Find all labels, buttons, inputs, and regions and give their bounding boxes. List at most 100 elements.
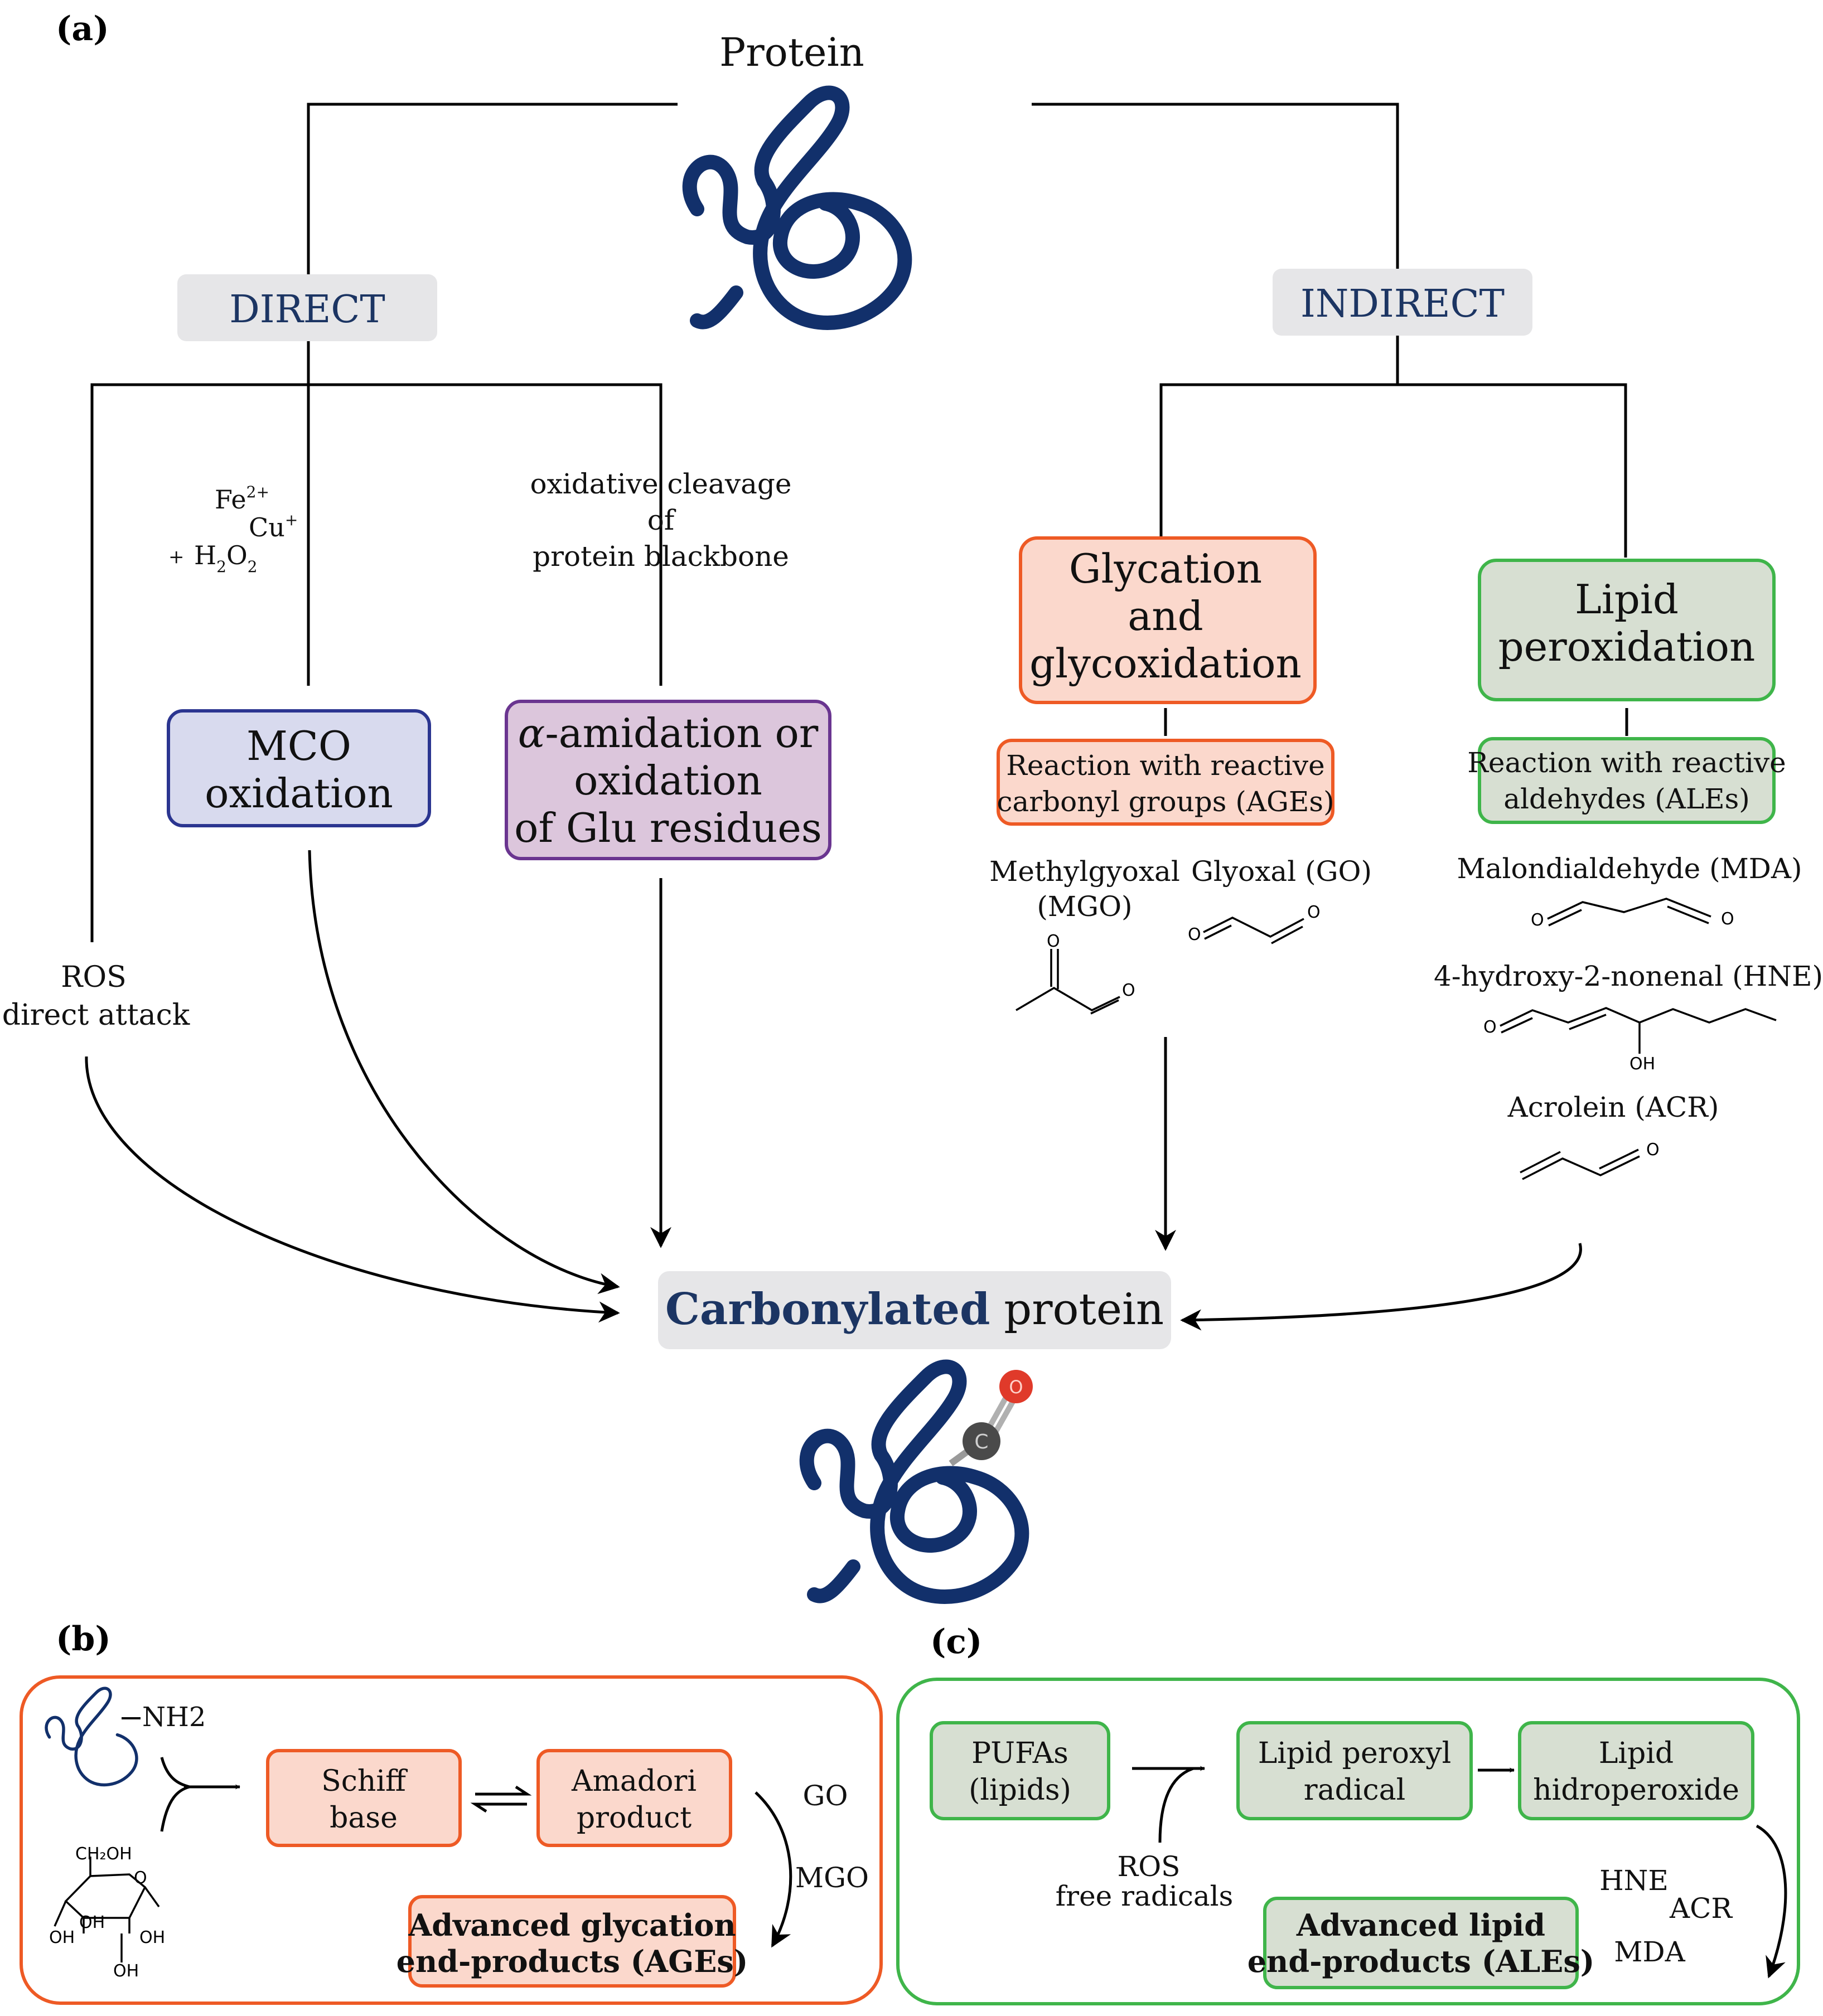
protein-small-icon bbox=[45, 1687, 138, 1787]
svg-text:O: O bbox=[1047, 932, 1060, 951]
panel-b-label: (b) bbox=[56, 1620, 111, 1659]
ages-line-2: end-products (AGEs) bbox=[396, 1944, 748, 1979]
svg-text:OH: OH bbox=[139, 1928, 165, 1947]
amidation-line-1: α-amidation or bbox=[518, 710, 819, 757]
svg-text:O: O bbox=[1646, 1140, 1660, 1160]
peroxyl-line-1: Lipid peroxyl bbox=[1258, 1737, 1451, 1770]
svg-text:O: O bbox=[1188, 925, 1201, 944]
svg-text:O: O bbox=[1531, 910, 1544, 930]
svg-text:O: O bbox=[1122, 981, 1135, 1000]
panel-c-label: (c) bbox=[930, 1622, 982, 1661]
ales-box bbox=[1263, 1897, 1579, 1989]
ros-label-2: direct attack bbox=[2, 999, 190, 1032]
go-structure: O O bbox=[1188, 903, 1321, 944]
mda-c-label: MDA bbox=[1614, 1936, 1685, 1968]
acr-c-label: ACR bbox=[1669, 1892, 1733, 1925]
protein-icon bbox=[682, 85, 912, 330]
mco-line-1: MCO bbox=[246, 723, 351, 769]
direct-box bbox=[177, 274, 437, 341]
glycation-line-2: and bbox=[1128, 593, 1203, 639]
hne-label: 4-hydroxy-2-nonenal (HNE) bbox=[1434, 960, 1823, 992]
reaction-ages-line-2: carbonyl groups (AGEs) bbox=[997, 786, 1334, 818]
nh2-label: NH2 bbox=[142, 1702, 206, 1733]
ros-c-line-1: ROS bbox=[1118, 1850, 1181, 1883]
pufas-line-1: PUFAs bbox=[971, 1737, 1068, 1770]
schiff-base-box bbox=[266, 1749, 462, 1847]
hydroperoxide-box bbox=[1518, 1721, 1754, 1820]
metal-catalysts: Fe2+ Cu+ + H2O2 bbox=[168, 483, 298, 576]
schiff-line-1: Schiff bbox=[321, 1765, 408, 1798]
svg-text:OH: OH bbox=[1629, 1054, 1655, 1074]
mda-label: Malondialdehyde (MDA) bbox=[1457, 852, 1802, 885]
svg-text:O: O bbox=[134, 1868, 147, 1888]
indirect-label: INDIRECT bbox=[1300, 282, 1505, 326]
peroxyl-line-2: radical bbox=[1304, 1773, 1406, 1807]
direct-label: DIRECT bbox=[229, 288, 385, 332]
acr-structure: O bbox=[1520, 1140, 1660, 1180]
panel-a-label: (a) bbox=[56, 9, 109, 49]
svg-text:CH₂OH: CH₂OH bbox=[75, 1844, 132, 1864]
glucose-structure: CH₂OH O OH OH OH OH bbox=[49, 1844, 165, 1981]
pufas-line-2: (lipids) bbox=[969, 1773, 1071, 1807]
mda-structure: O O bbox=[1531, 898, 1734, 930]
panel-b-frame bbox=[20, 1675, 883, 2005]
reaction-ales-line-2: aldehydes (ALEs) bbox=[1503, 783, 1749, 815]
cleavage-line-3: protein blackbone bbox=[533, 540, 789, 573]
mgo-structure: O O bbox=[1016, 932, 1135, 1015]
carbonylated-protein-icon bbox=[799, 1359, 1029, 1604]
hydroperoxide-line-1: Lipid bbox=[1599, 1737, 1674, 1770]
indirect-box bbox=[1273, 269, 1532, 336]
svg-text:H2O2: H2O2 bbox=[194, 540, 258, 576]
hydroperoxide-line-2: hidroperoxide bbox=[1533, 1773, 1739, 1807]
mco-line-2: oxidation bbox=[205, 770, 393, 817]
svg-text:+: + bbox=[168, 546, 185, 568]
amadori-line-2: product bbox=[577, 1801, 692, 1835]
svg-text:OH: OH bbox=[113, 1961, 139, 1981]
ages-line-1: Advanced glycation bbox=[408, 1907, 736, 1943]
svg-text:Cu+: Cu+ bbox=[249, 511, 298, 542]
glycation-line-3: glycoxidation bbox=[1029, 640, 1302, 687]
go-label: Glyoxal (GO) bbox=[1191, 855, 1372, 888]
hne-structure: O OH bbox=[1483, 1007, 1777, 1074]
schiff-line-2: base bbox=[330, 1801, 398, 1835]
reaction-ales-line-1: Reaction with reactive bbox=[1467, 747, 1786, 779]
reaction-ages-line-1: Reaction with reactive bbox=[1006, 749, 1325, 782]
peroxyl-box bbox=[1236, 1721, 1473, 1820]
protein-label: Protein bbox=[719, 30, 864, 75]
acr-label: Acrolein (ACR) bbox=[1507, 1091, 1719, 1123]
lipid-perox-line-1: Lipid bbox=[1575, 576, 1679, 623]
cleavage-line-1: oxidative cleavage bbox=[530, 468, 792, 500]
go-label-b: GO bbox=[803, 1780, 848, 1812]
amadori-box bbox=[536, 1749, 732, 1847]
glycation-line-1: Glycation bbox=[1069, 545, 1262, 592]
svg-text:Fe2+: Fe2+ bbox=[215, 483, 269, 515]
svg-text:O: O bbox=[1483, 1017, 1497, 1037]
ros-label-1: ROS bbox=[61, 961, 126, 994]
carbonyl-group-icon: C O bbox=[949, 1370, 1033, 1466]
svg-text:OH: OH bbox=[79, 1913, 105, 1932]
svg-text:C: C bbox=[974, 1431, 988, 1453]
ales-line-1: Advanced lipid bbox=[1296, 1907, 1545, 1943]
reaction-ages-box bbox=[997, 739, 1334, 826]
ros-c-line-2: free radicals bbox=[1056, 1880, 1234, 1912]
reaction-ales-box bbox=[1478, 737, 1776, 824]
mgo-label-1: Methylgyoxal bbox=[989, 855, 1180, 888]
svg-text:O: O bbox=[1307, 903, 1321, 922]
amidation-line-2: oxidation bbox=[574, 757, 762, 804]
carbonylated-label: Carbonylated protein bbox=[665, 1284, 1164, 1335]
lipid-perox-box bbox=[1478, 559, 1776, 701]
ales-line-2: end-products (ALEs) bbox=[1247, 1944, 1595, 1979]
amidation-line-3: of Glu residues bbox=[514, 805, 822, 851]
pufas-box bbox=[930, 1721, 1110, 1820]
carbonylated-box bbox=[658, 1271, 1171, 1349]
glycation-box bbox=[1019, 536, 1317, 704]
mgo-label-2: (MGO) bbox=[1037, 890, 1132, 923]
amadori-line-1: Amadori bbox=[571, 1765, 697, 1798]
amidation-box bbox=[505, 700, 831, 860]
cleavage-line-2: of bbox=[647, 504, 676, 536]
svg-text:OH: OH bbox=[49, 1928, 75, 1947]
panel-c-frame bbox=[896, 1678, 1800, 2005]
mgo-label-b: MGO bbox=[795, 1862, 869, 1894]
lipid-perox-line-2: peroxidation bbox=[1498, 623, 1756, 670]
